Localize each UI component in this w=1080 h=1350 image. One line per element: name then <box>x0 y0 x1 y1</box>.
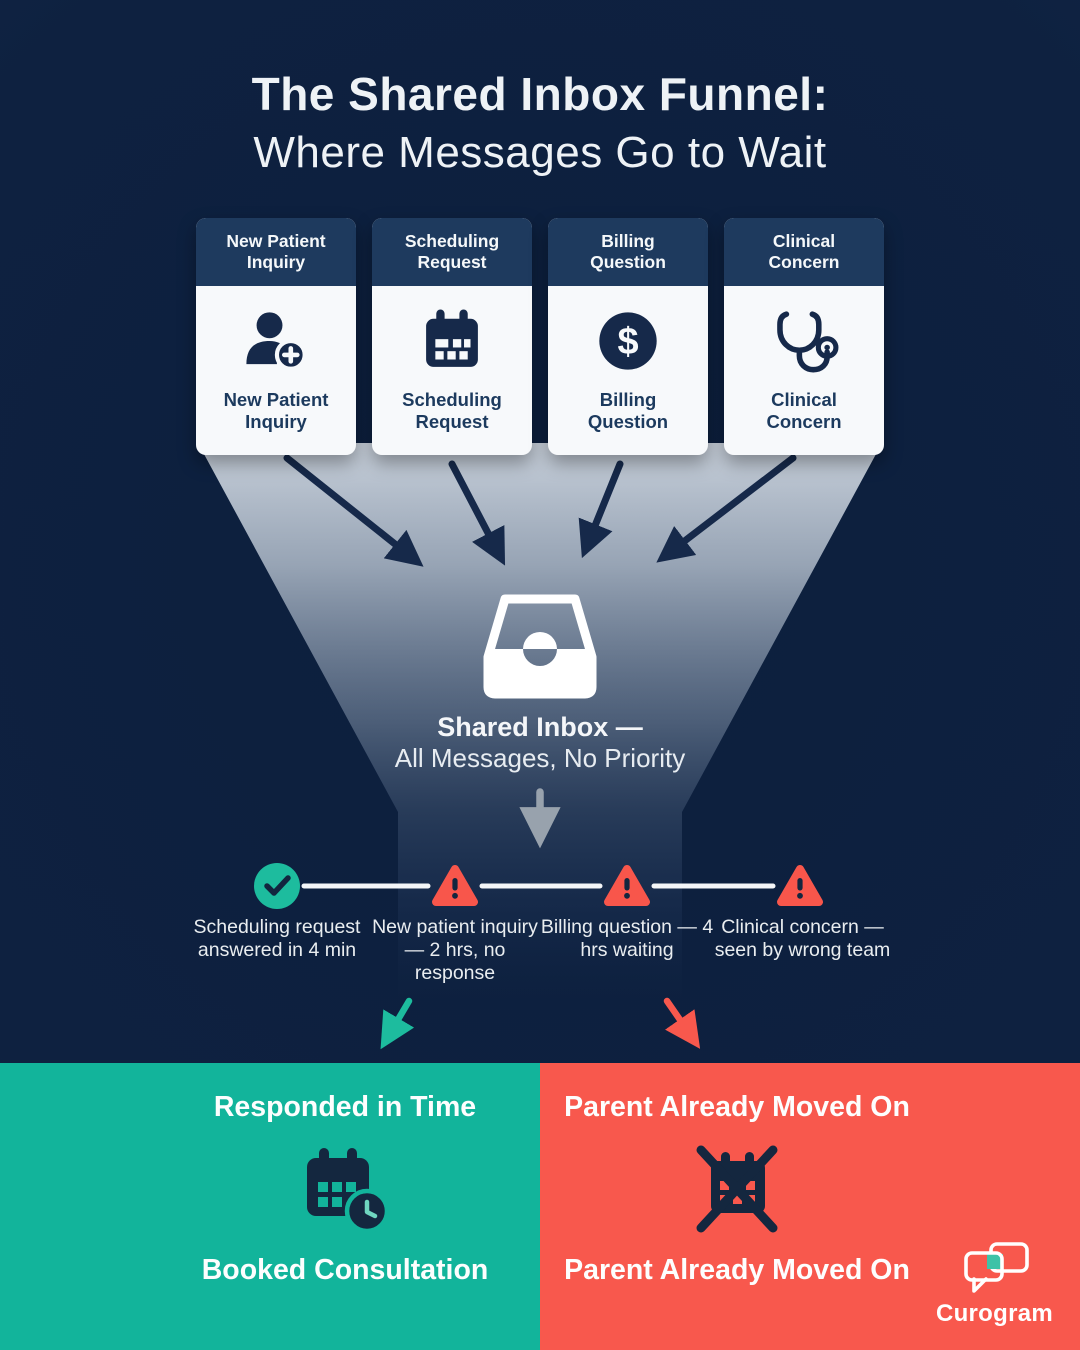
title-line-1: The Shared Inbox Funnel: <box>251 68 829 120</box>
warning-triangle-icon <box>604 865 650 906</box>
timeline-item-clinical: Clinical concern — seen by wrong team <box>714 916 891 961</box>
card-body: $ Billing Question <box>548 286 708 455</box>
funnel-arrows <box>283 454 797 567</box>
brand-logo: Curogram <box>922 1240 1067 1328</box>
inbox-tray-icon <box>483 594 597 699</box>
shared-inbox-caption: Shared Inbox — All Messages, No Priority <box>240 711 840 774</box>
svg-text:$: $ <box>617 321 638 363</box>
card-billing-question: Billing Question $ Billing Question <box>548 218 708 455</box>
card-body: New Patient Inquiry <box>196 286 356 455</box>
teal-down-left-arrow <box>380 997 415 1050</box>
arrow-clinical <box>656 454 797 563</box>
shared-inbox-caption-bold: Shared Inbox — <box>437 712 643 742</box>
red-down-right-arrow <box>663 997 701 1049</box>
card-header: Clinical Concern <box>724 218 884 286</box>
outcome-negative-icon-wrap <box>685 1138 789 1242</box>
warning-triangle-icon <box>777 865 823 906</box>
outcome-panel-negative: Parent Already Moved On Parent Already M… <box>540 1063 1080 1350</box>
chat-bubbles-icon <box>963 1242 1029 1293</box>
warning-triangle-icon <box>432 865 478 906</box>
timeline-item-scheduling: Scheduling request answered in 4 min <box>193 916 361 961</box>
card-label: Scheduling Request <box>402 389 502 433</box>
card-new-patient-inquiry: New Patient Inquiry New Patient Inquiry <box>196 218 356 455</box>
card-body: Scheduling Request <box>372 286 532 455</box>
stethoscope-icon <box>777 311 839 373</box>
timeline-item-billing: Billing question — 4 hrs waiting <box>540 916 714 961</box>
card-header: New Patient Inquiry <box>196 218 356 286</box>
outcome-positive-title: Responded in Time <box>213 1091 477 1123</box>
outcome-panel-positive: Responded in Time Booked Consultation <box>0 1063 540 1350</box>
outcome-positive-content: Responded in Time Booked Consultation <box>145 1063 545 1350</box>
calendar-icon <box>426 309 478 367</box>
check-circle-icon <box>254 863 300 909</box>
shared-inbox-caption-rest: All Messages, No Priority <box>394 743 686 773</box>
dollar-circle-icon: $ <box>599 311 657 370</box>
card-header: Scheduling Request <box>372 218 532 286</box>
arrow-new-patient <box>283 454 424 567</box>
page-title: The Shared Inbox Funnel: Where Messages … <box>0 64 1080 182</box>
outcome-negative-caption: Parent Already Moved On <box>564 1254 910 1286</box>
outcome-positive-caption: Booked Consultation <box>201 1254 489 1286</box>
calendar-clock-icon <box>307 1148 390 1234</box>
calendar-crossed-icon <box>696 1145 778 1233</box>
card-clinical-concern: Clinical Concern Clinical Concern <box>724 218 884 455</box>
card-header: Billing Question <box>548 218 708 286</box>
card-label: Clinical Concern <box>766 389 842 433</box>
outcome-negative-content: Parent Already Moved On Parent Already M… <box>537 1063 937 1350</box>
outcome-negative-title: Parent Already Moved On <box>564 1091 910 1123</box>
funnel-shape <box>198 443 882 1000</box>
outcome-positive-icon-wrap <box>295 1138 395 1242</box>
card-label: New Patient Inquiry <box>223 389 329 433</box>
person-plus-icon <box>246 311 307 371</box>
card-label: Billing Question <box>587 389 669 433</box>
timeline-item-new-patient: New patient inquiry — 2 hrs, no response <box>372 916 538 984</box>
card-scheduling-request: Scheduling Request Scheduling Request <box>372 218 532 455</box>
card-body: Clinical Concern <box>724 286 884 455</box>
arrow-billing <box>578 460 624 559</box>
brand-name: Curogram <box>935 1300 1054 1327</box>
arrow-scheduling <box>448 460 506 566</box>
title-line-2: Where Messages Go to Wait <box>253 128 827 177</box>
